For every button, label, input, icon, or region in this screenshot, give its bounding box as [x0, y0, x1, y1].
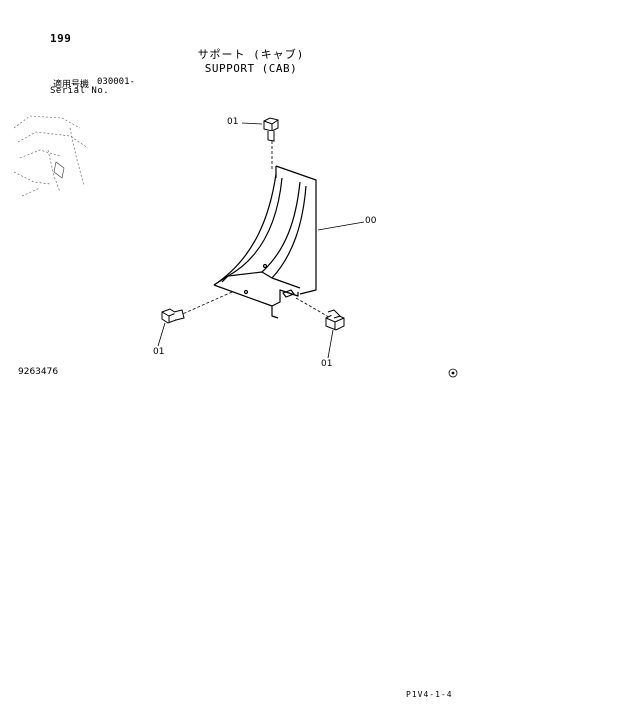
support-bracket — [177, 136, 335, 321]
bolt-right-icon — [325, 309, 345, 331]
bolt-top-icon — [263, 117, 279, 142]
leader-lines — [157, 122, 365, 359]
title-japanese: サポート (キャブ) — [197, 48, 305, 61]
callout-bolt-top: 01 — [227, 117, 239, 127]
bolt-left-icon — [161, 308, 185, 324]
page-code: P1V4-1-4 — [406, 690, 453, 699]
cab-location-thumbnail — [13, 115, 89, 197]
callout-bolt-left: 01 — [153, 347, 165, 357]
callout-bolt-right: 01 — [321, 359, 333, 369]
serial-value: 030001- — [97, 77, 135, 87]
title-english: SUPPORT (CAB) — [204, 62, 298, 75]
serial-label-japanese: 適用号機 — [53, 80, 90, 90]
serial-label-english: Serial No. — [50, 86, 110, 96]
drawing-number: 9263476 — [18, 367, 59, 377]
callout-bracket: 00 — [365, 216, 377, 226]
page-number: 199 — [50, 32, 72, 45]
registered-circle-icon — [448, 368, 458, 378]
